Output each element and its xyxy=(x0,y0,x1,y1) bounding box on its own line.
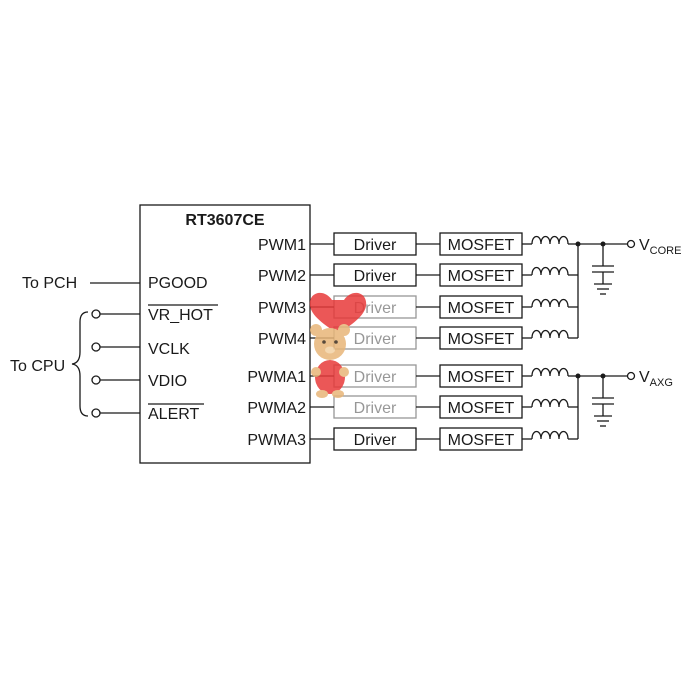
pin-vclk: VCLK xyxy=(148,341,190,358)
driver-label: Driver xyxy=(354,432,397,449)
teddy-bear-heart-icon xyxy=(309,292,367,398)
vcore-label: VCORE xyxy=(639,237,681,257)
inductor-coil xyxy=(531,235,569,245)
axg-junction xyxy=(575,373,581,379)
pin-alert: ALERT xyxy=(148,406,200,423)
inductor-coil xyxy=(531,266,569,276)
pin-pwm4: PWM4 xyxy=(258,331,306,348)
channel-5: Driver MOSFET xyxy=(310,364,578,388)
inductor-coil xyxy=(531,398,569,408)
driver-block: Driver xyxy=(333,364,417,388)
to-pch-label: To PCH xyxy=(22,275,77,292)
core-junction xyxy=(575,241,581,247)
channel-2: Driver MOSFET xyxy=(310,263,578,287)
pin-pwma2: PWMA2 xyxy=(247,400,306,417)
vaxg-terminal xyxy=(626,371,636,381)
inductor-coil xyxy=(531,298,569,308)
inductor-coil xyxy=(531,367,569,377)
driver-label: Driver xyxy=(354,268,397,285)
driver-label: Driver xyxy=(354,400,397,417)
alert-terminal xyxy=(91,408,101,418)
pin-pwma1: PWMA1 xyxy=(247,369,306,386)
pin-pgood: PGOOD xyxy=(148,275,208,292)
channel-6: Driver MOSFET xyxy=(310,395,578,419)
inductor-coil xyxy=(531,430,569,440)
mosfet-label: MOSFET xyxy=(448,432,515,449)
chip-block xyxy=(139,204,311,464)
pin-vr-hot: VR_HOT xyxy=(148,307,213,324)
driver-label: Driver xyxy=(354,237,397,254)
driver-label: Driver xyxy=(354,331,397,348)
driver-block: Driver xyxy=(333,232,417,256)
mosfet-label: MOSFET xyxy=(448,400,515,417)
vcore-terminal xyxy=(626,239,636,249)
mosfet-label: MOSFET xyxy=(448,300,515,317)
mosfet-label: MOSFET xyxy=(448,369,515,386)
driver-block: Driver xyxy=(333,263,417,287)
vdio-terminal xyxy=(91,375,101,385)
pin-pwma3: PWMA3 xyxy=(247,432,306,449)
channel-7: Driver MOSFET xyxy=(310,427,578,451)
inductor-coil xyxy=(531,329,569,339)
driver-block: Driver xyxy=(333,427,417,451)
mosfet-label: MOSFET xyxy=(448,268,515,285)
vaxg-label: VAXG xyxy=(639,369,673,389)
driver-label: Driver xyxy=(354,369,397,386)
mosfet-label: MOSFET xyxy=(448,237,515,254)
vclk-terminal xyxy=(91,342,101,352)
to-cpu-label: To CPU xyxy=(10,358,65,375)
chip-name: RT3607CE xyxy=(185,212,264,229)
pin-vdio: VDIO xyxy=(148,373,187,390)
vr-hot-terminal xyxy=(91,309,101,319)
mosfet-label: MOSFET xyxy=(448,331,515,348)
pin-pwm3: PWM3 xyxy=(258,300,306,317)
driver-block: Driver xyxy=(333,395,417,419)
channel-1: Driver MOSFET xyxy=(310,232,578,256)
pin-pwm1: PWM1 xyxy=(258,237,306,254)
channel-4: Driver MOSFET xyxy=(310,326,578,350)
cpu-brace xyxy=(71,311,89,417)
pin-pwm2: PWM2 xyxy=(258,268,306,285)
